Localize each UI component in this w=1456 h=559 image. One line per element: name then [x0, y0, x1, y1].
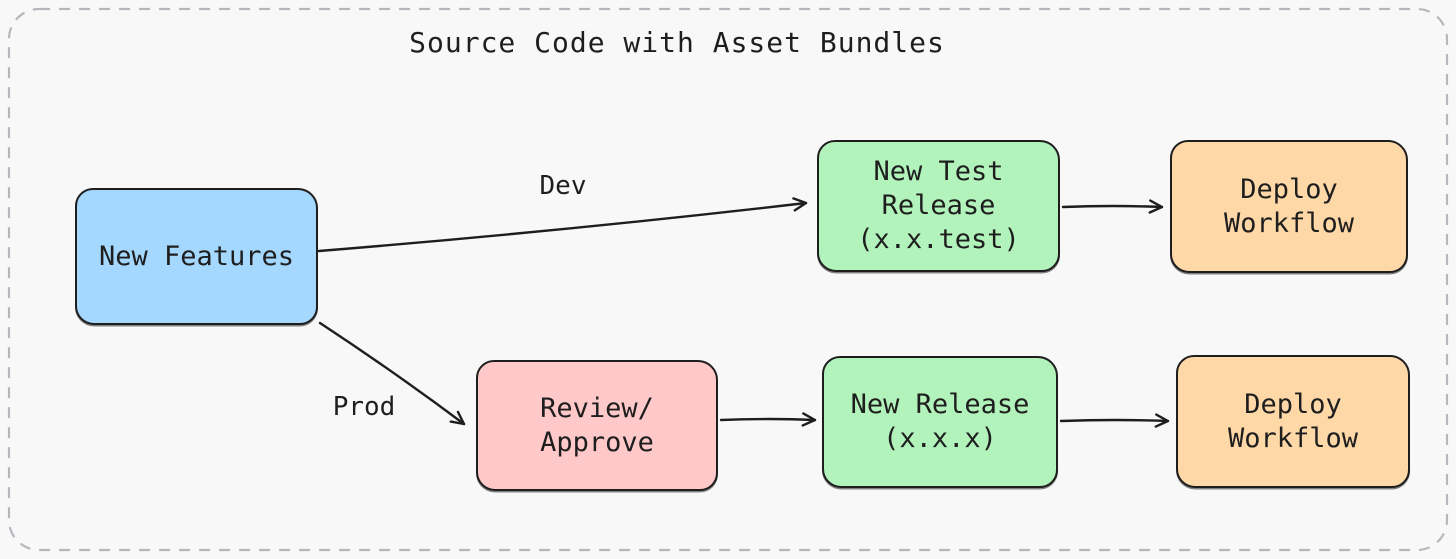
edge-label-prod: Prod [328, 392, 400, 422]
node-new-test-release-label: New Test Release (x.x.test) [857, 156, 1020, 255]
node-new-features-label: New Features [98, 240, 295, 272]
node-review-approve: Review/ Approve [476, 360, 718, 491]
node-deploy-workflow-prod-label: Deploy Workflow [1227, 388, 1359, 454]
edge-new-release-to-deploy-workflow-prod [1059, 413, 1170, 428]
node-new-test-release: New Test Release (x.x.test) [817, 140, 1060, 272]
node-deploy-workflow-prod: Deploy Workflow [1176, 355, 1410, 488]
node-new-features: New Features [75, 188, 318, 325]
node-new-release: New Release (x.x.x) [822, 356, 1058, 488]
diagram-title: Source Code with Asset Bundles [409, 26, 945, 59]
edge-new-test-release-to-deploy-workflow-dev [1061, 199, 1164, 214]
node-deploy-workflow-dev-label: Deploy Workflow [1223, 173, 1355, 239]
node-review-approve-label: Review/ Approve [540, 392, 654, 458]
edge-new-features-to-new-test-release [317, 197, 808, 253]
node-deploy-workflow-dev: Deploy Workflow [1170, 140, 1408, 273]
node-new-release-label: New Release (x.x.x) [850, 389, 1030, 454]
edge-review-approve-to-new-release [719, 412, 817, 427]
edge-label-dev: Dev [535, 171, 591, 201]
